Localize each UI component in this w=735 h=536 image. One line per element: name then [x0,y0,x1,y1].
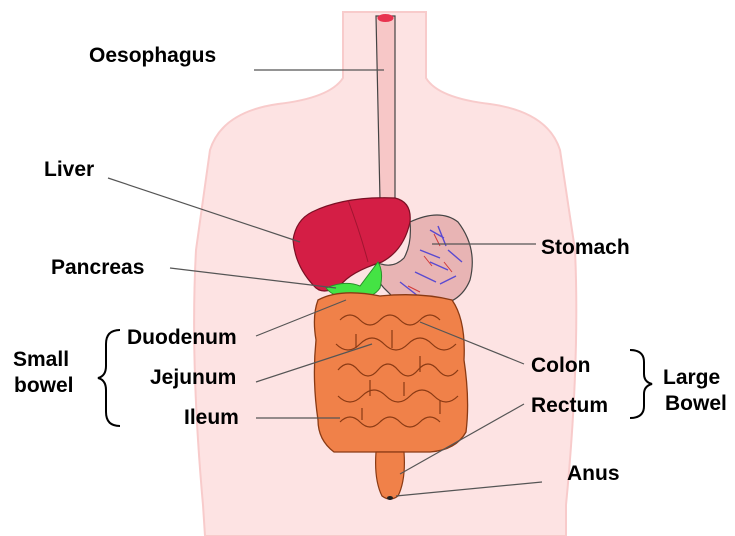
colon-label: Colon [531,354,590,378]
colon-organ [314,293,467,452]
duodenum-label: Duodenum [127,326,237,350]
ileum-label: Ileum [184,406,239,430]
pancreas-label: Pancreas [51,256,144,280]
anus-opening [387,496,393,500]
liver-label: Liver [44,158,94,182]
oesophagus-opening [378,14,394,22]
large-bowel-label-line1: Large [663,366,720,390]
anus-label: Anus [567,462,620,486]
stomach-label: Stomach [541,236,630,260]
rectum-organ [376,452,405,499]
large-bowel-label-line2: Bowel [665,392,727,416]
jejunum-label: Jejunum [150,366,236,390]
oesophagus-label: Oesophagus [89,44,216,68]
rectum-label: Rectum [531,394,608,418]
small-bowel-label-line2: bowel [14,374,74,398]
small-bowel-label-line1: Small [13,348,69,372]
